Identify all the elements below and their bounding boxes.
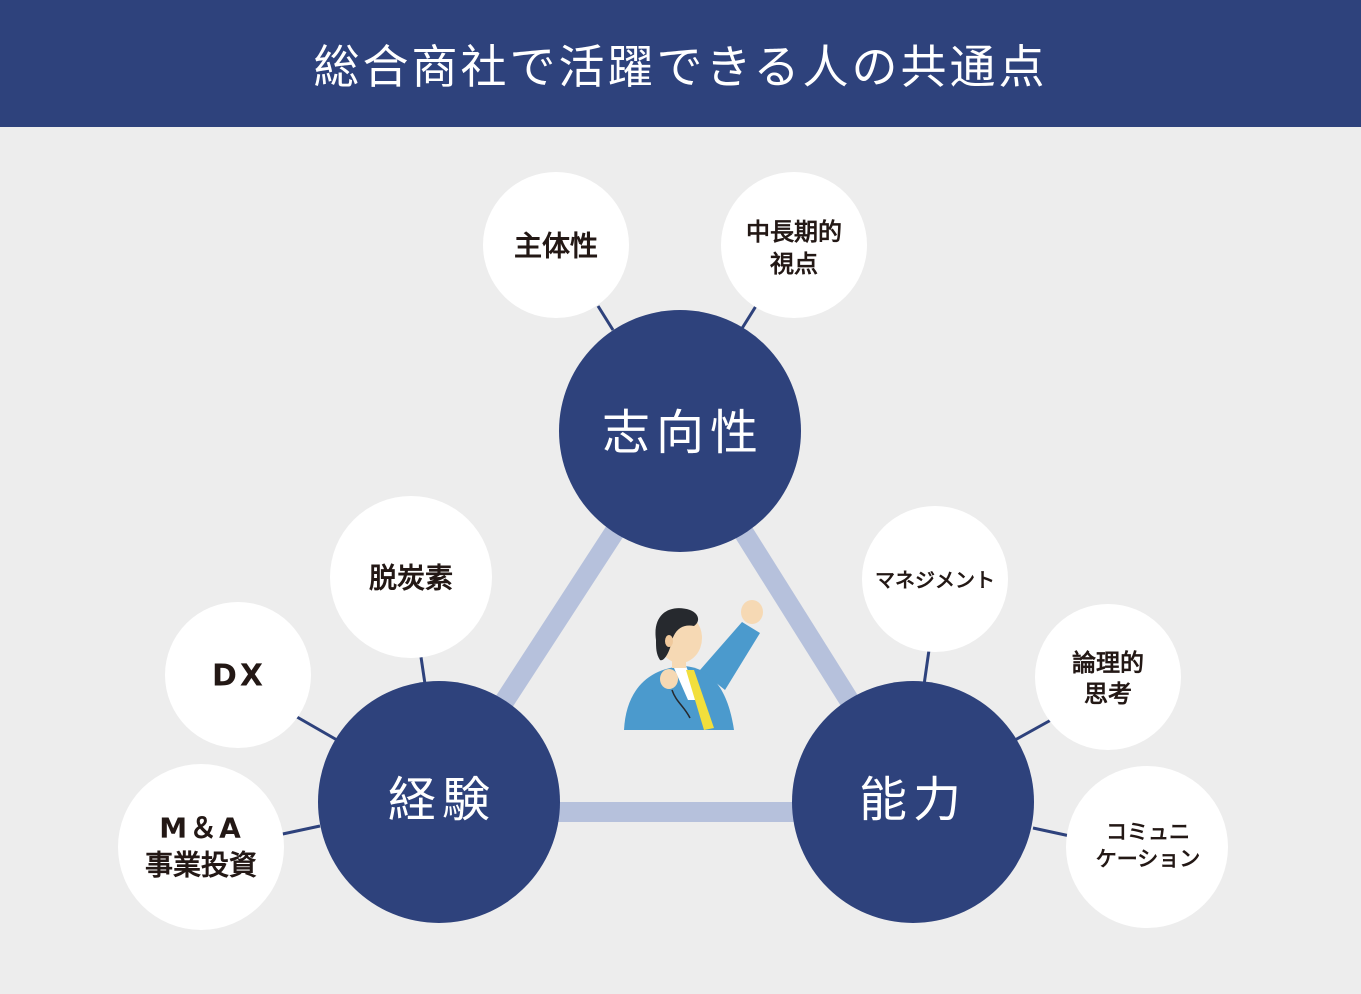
page-title: 総合商社で活躍できる人の共通点 [313, 39, 1048, 94]
main-node-circles [318, 310, 1034, 923]
businessman-icon [624, 600, 763, 730]
sub-node-ronriteki [1035, 604, 1181, 750]
sub-label-communication-1: コミュニ [1106, 820, 1190, 844]
main-label-orientation: 志向性 [602, 405, 764, 461]
main-node-ability [792, 681, 1034, 923]
sub-node-communication [1066, 766, 1228, 928]
main-label-ability: 能力 [859, 772, 967, 828]
sub-label-ma-2: 事業投資 [145, 849, 257, 882]
sub-node-datsutanso [330, 496, 492, 658]
sub-node-ma [118, 764, 284, 930]
main-node-orientation [559, 310, 801, 552]
sub-node-circles [118, 172, 1228, 930]
sub-node-chuchokiteki [721, 172, 867, 318]
header-banner: 総合商社で活躍できる人の共通点 [0, 0, 1361, 127]
sub-label-communication-2: ケーション [1096, 847, 1201, 871]
sub-label-datsutanso: 脱炭素 [369, 562, 453, 595]
sub-label-ronriteki-2: 思考 [1084, 680, 1132, 708]
sub-node-management [862, 506, 1008, 652]
connector-chuchokiteki [739, 305, 758, 331]
sub-label-management: マネジメント [875, 568, 995, 592]
sub-label-shutaisei: 主体性 [514, 230, 598, 263]
connector-ma [277, 824, 321, 837]
sub-label-ronriteki-1: 論理的 [1072, 649, 1144, 677]
sub-label-chuchokiteki-1: 中長期的 [746, 218, 842, 246]
connectors [277, 305, 1071, 838]
connector-communication [1032, 826, 1071, 838]
connector-management [922, 649, 931, 686]
connector-datsutanso [419, 656, 427, 685]
sub-label-chuchokiteki-2: 視点 [769, 250, 818, 278]
sub-label-dx: DX [212, 659, 266, 694]
main-node-experience [318, 681, 560, 923]
sub-node-shutaisei [483, 172, 629, 318]
connector-ronriteki [1014, 718, 1052, 742]
sub-node-dx [165, 602, 311, 748]
main-label-experience: 経験 [388, 772, 496, 828]
connector-dx [296, 715, 338, 742]
connector-shutaisei [596, 305, 615, 331]
sub-label-ma-1: M＆A [159, 812, 243, 845]
